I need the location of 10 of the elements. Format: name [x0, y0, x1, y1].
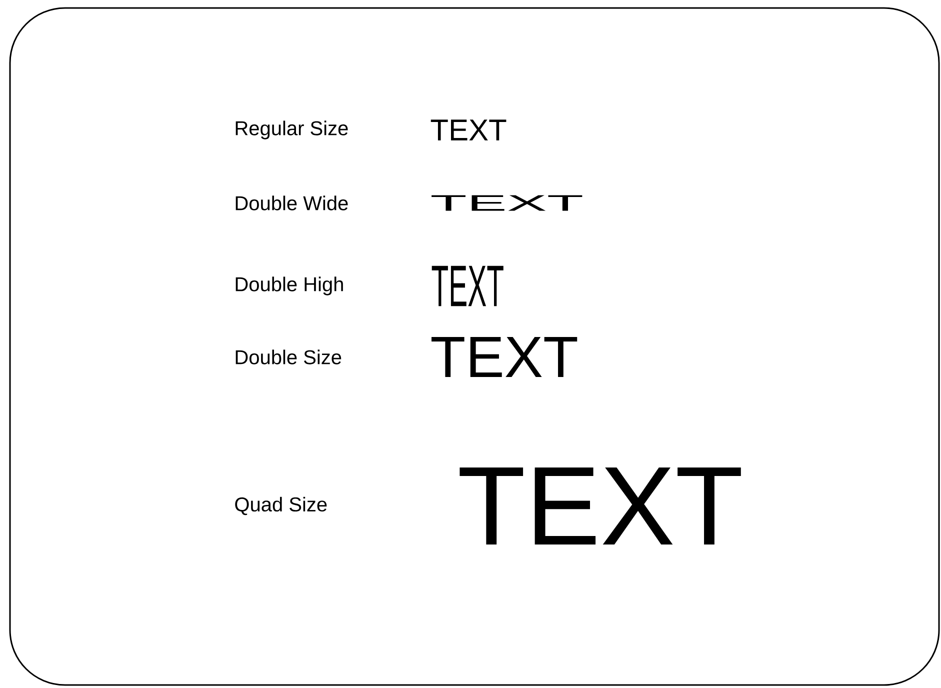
sample-text: TEXT — [432, 195, 582, 211]
size-label: Double Wide — [236, 196, 348, 210]
size-label: Double High — [236, 276, 343, 296]
size-label: Quad Size — [235, 496, 327, 516]
sample-text: TEXT — [432, 266, 504, 306]
sample-text: TEXT — [460, 467, 741, 545]
sample-text: TEXT — [432, 337, 578, 377]
size-label: Double Size — [236, 350, 342, 364]
size-label: Regular Size — [236, 120, 348, 140]
sample-text: TEXT — [430, 120, 506, 140]
